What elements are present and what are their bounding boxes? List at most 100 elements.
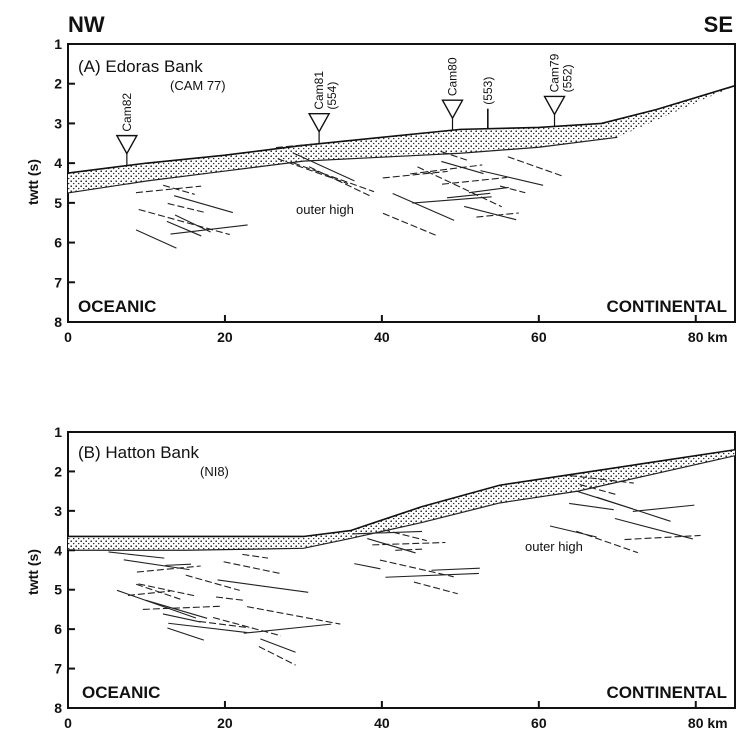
panel-a-base-sediment-line	[67, 136, 618, 194]
panel-b-outer-high-label: outer high	[525, 539, 583, 554]
panel-b-reflector	[431, 567, 480, 571]
panel-b-reflector	[136, 565, 201, 573]
panel-a-reflector	[441, 176, 508, 185]
panel-b-reflector	[215, 596, 245, 601]
panel-a-x-tick-label: 80 km	[688, 329, 728, 345]
panel-a-reflector	[392, 193, 455, 221]
panel-b-reflector	[243, 623, 332, 634]
panel-b-reflector	[385, 572, 479, 578]
panel-b-reflector	[372, 541, 446, 546]
panel-b-base-sediment-line	[68, 455, 736, 551]
panel-b-continental-label: CONTINENTAL	[606, 683, 727, 702]
panel-a-well-label: Cam81	[312, 71, 326, 110]
panel-a-reflector	[476, 212, 519, 218]
panel-a-y-tick-label: 4	[54, 155, 62, 171]
panel-b-reflector	[614, 517, 693, 540]
panel-b-frame	[67, 431, 736, 709]
panel-a-seafloor-line	[67, 84, 736, 174]
panel-b-y-tick-label: 5	[54, 582, 62, 598]
panel-b-reflector	[185, 574, 240, 591]
panel-a-sediment-layer	[68, 85, 735, 193]
panel-b-reflector	[212, 616, 282, 637]
panel-b-reflector	[379, 559, 454, 578]
panel-a-x-tick-label: 0	[64, 329, 72, 345]
panel-b-reflector	[108, 551, 165, 559]
panel-b-reflector	[367, 538, 416, 554]
panel-b-title: (B) Hatton Bank	[78, 443, 199, 462]
panel-b-y-tick-label: 7	[54, 661, 62, 677]
panel-b-reflector	[135, 583, 181, 600]
panel-a-reflector	[464, 205, 517, 221]
panel-a-reflector	[167, 202, 204, 213]
panel-a-reflector	[417, 166, 502, 208]
panel-a-y-axis-label: twtt (s)	[25, 159, 41, 205]
panel-b-reflector	[596, 496, 671, 522]
panel-b-reflector	[354, 563, 381, 570]
panel-b-reflector	[167, 627, 205, 641]
panel-a-reflectors	[135, 143, 563, 249]
panel-a-well-label: Cam82	[120, 93, 134, 132]
panel-a-oceanic-label: OCEANIC	[78, 297, 156, 316]
panel-a-reflector	[135, 229, 177, 249]
panel-a-reflector	[293, 162, 375, 193]
panel-b-reflector	[413, 581, 458, 595]
panel-a-well-label: Cam80	[446, 57, 460, 96]
panel-b-reflector	[383, 529, 428, 542]
panel-a-well-marker	[441, 99, 464, 120]
panel-b-reflector	[116, 589, 197, 619]
panel-b-reflector	[142, 605, 221, 610]
panel-a-reflector	[170, 224, 248, 235]
panel-b-subtitle: (NI8)	[200, 464, 229, 479]
panel-b-y-tick-label: 1	[54, 424, 62, 440]
panel-a-title: (A) Edoras Bank	[78, 57, 203, 76]
panel-a-continental-label: CONTINENTAL	[606, 297, 727, 316]
panel-a-outer-high-label: outer high	[296, 202, 354, 217]
panel-b-reflector	[199, 620, 250, 629]
panel-a-reflector	[292, 152, 355, 182]
panel-a-reflector	[507, 156, 563, 177]
panel-b-seafloor-line	[68, 448, 736, 538]
panel-b-y-axis-label: twtt (s)	[25, 549, 41, 595]
panel-a-y-tick-label: 8	[54, 314, 62, 330]
panel-b-reflector	[579, 484, 617, 496]
panel-b-reflector	[395, 548, 423, 551]
panel-a-site-label: (553)	[481, 77, 495, 105]
se-direction-label: SE	[704, 12, 733, 37]
panel-b-x-tick-label: 40	[374, 715, 390, 731]
panel-a-y-tick-label: 6	[54, 235, 62, 251]
panel-a-reflector	[173, 195, 234, 214]
nw-direction-label: NW	[68, 12, 105, 37]
panel-b-reflector	[569, 474, 634, 484]
panel-b-x-tick-label: 80 km	[688, 715, 728, 731]
panel-b-reflector	[246, 606, 341, 625]
panel-b-reflector	[165, 563, 192, 566]
panel-b-reflector	[162, 613, 201, 623]
panel-b-x-tick-label: 0	[64, 715, 72, 731]
panel-a-y-tick-label: 2	[54, 76, 62, 92]
panel-a-reflector	[412, 196, 492, 204]
panel-a-well-label: Cam79	[548, 53, 562, 92]
panel-b-reflector	[127, 590, 171, 596]
panel-b-reflector	[352, 530, 422, 535]
panel-a-x-tick-label: 20	[217, 329, 233, 345]
panel-b-y-tick-label: 2	[54, 463, 62, 479]
panel-a-y-tick-label: 7	[54, 274, 62, 290]
panel-b-reflector	[260, 638, 296, 653]
panel-b-x-tick-label: 20	[217, 715, 233, 731]
panel-a-reflector	[275, 143, 313, 149]
panel-a-frame	[67, 43, 736, 323]
panel-b-reflectors	[108, 474, 701, 666]
panel-a-y-tick-label: 5	[54, 195, 62, 211]
panel-b-reflector	[624, 534, 701, 541]
panel-b-reflector	[576, 530, 639, 554]
panel-a-reflector	[135, 185, 202, 194]
panel-b-y-tick-label: 8	[54, 700, 62, 716]
panel-a-x-tick-label: 40	[374, 329, 390, 345]
panel-b-y-tick-label: 3	[54, 503, 62, 519]
panel-a-reflector	[441, 151, 469, 162]
panel-a-reflector	[166, 220, 202, 237]
panel-b-reflector	[632, 504, 695, 512]
panel-b-oceanic-label: OCEANIC	[82, 683, 160, 702]
